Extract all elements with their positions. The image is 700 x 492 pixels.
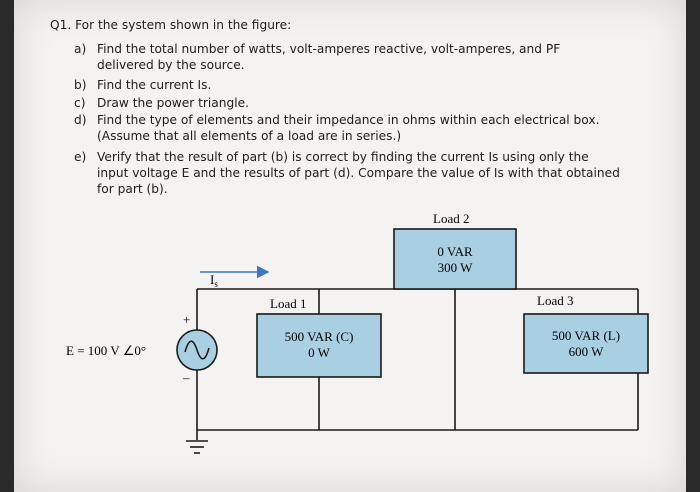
- load2-line1: 0 VAR: [437, 244, 473, 259]
- question-part-a: a) Find the total number of watts, volt-…: [74, 41, 674, 75]
- load2-box: [393, 228, 517, 290]
- source-voltage-label: E = 100 V ∠0°: [66, 343, 146, 358]
- source-plus: +: [183, 312, 190, 327]
- ac-source: [176, 329, 218, 371]
- question-part-b: b) Find the current Is.: [74, 77, 674, 94]
- load3-name: Load 3: [537, 293, 573, 308]
- part-text-line: delivered by the source.: [97, 58, 245, 72]
- part-letter: d): [74, 113, 87, 127]
- part-letter: a): [74, 42, 87, 56]
- sine-icon: [184, 340, 210, 360]
- part-text-line: for part (b).: [97, 182, 168, 196]
- load1-line2: 0 W: [308, 345, 331, 360]
- part-text-line: Draw the power triangle.: [97, 96, 249, 110]
- load3-box: [523, 313, 649, 374]
- part-text-line: input voltage E and the results of part …: [97, 166, 620, 180]
- load1-box: [256, 313, 382, 378]
- question-part-c: c) Draw the power triangle.: [74, 95, 674, 112]
- part-letter: e): [74, 150, 87, 164]
- part-text-line: Find the current Is.: [97, 78, 212, 92]
- load3-line1: 500 VAR (L): [552, 328, 620, 343]
- current-label: Is: [210, 272, 218, 289]
- load2-line2: 300 W: [438, 260, 474, 275]
- part-letter: c): [74, 96, 86, 110]
- part-text-line: Find the type of elements and their impe…: [97, 113, 600, 127]
- source-minus: –: [182, 370, 190, 385]
- load2-name: Load 2: [433, 211, 469, 226]
- load1-name: Load 1: [270, 296, 306, 311]
- part-text-line: (Assume that all elements of a load are …: [97, 129, 402, 143]
- question-title: Q1. For the system shown in the figure:: [50, 18, 292, 32]
- question-part-d: d) Find the type of elements and their i…: [74, 112, 674, 146]
- question-part-e: e) Verify that the result of part (b) is…: [74, 149, 674, 201]
- load3-line2: 600 W: [569, 344, 605, 359]
- document-page: [14, 0, 686, 492]
- part-text-line: Find the total number of watts, volt-amp…: [97, 42, 561, 56]
- part-letter: b): [74, 78, 87, 92]
- load1-line1: 500 VAR (C): [285, 329, 354, 344]
- part-text-line: Verify that the result of part (b) is co…: [97, 150, 589, 164]
